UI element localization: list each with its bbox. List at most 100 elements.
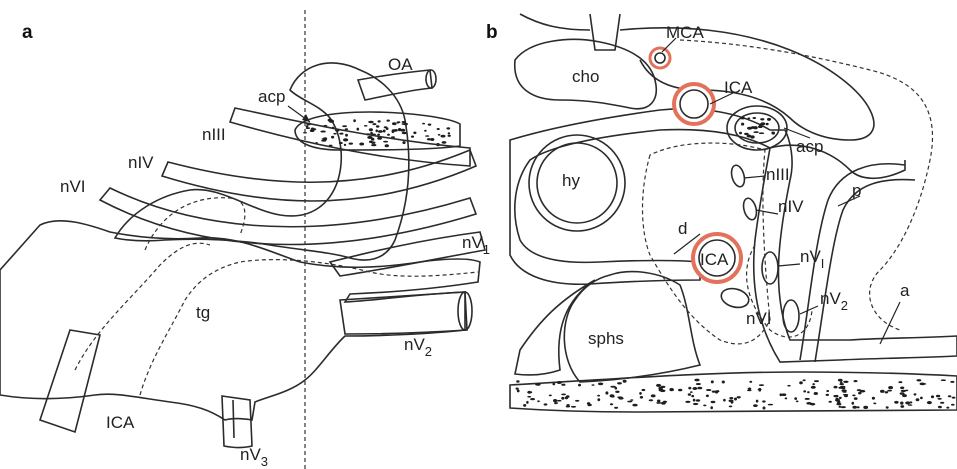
label-n6: nVI [60, 177, 86, 196]
bone-dot [553, 383, 556, 385]
bone-dot [649, 399, 653, 401]
nerve-v2 [340, 292, 467, 334]
bone-dot [528, 391, 531, 394]
bone-dot [852, 395, 855, 397]
bone-dot [748, 117, 751, 119]
bone-dot [561, 397, 564, 400]
bone-dot [553, 399, 557, 402]
bone-dot [753, 126, 757, 129]
bone-dot [566, 395, 570, 398]
bone-dot [834, 386, 838, 389]
label-sphs-b: sphs [588, 329, 624, 348]
bone-dot [750, 127, 752, 129]
bone-dot [852, 402, 855, 405]
bone-dot [368, 121, 374, 123]
bone-dot [780, 393, 783, 396]
bone-dot [339, 133, 343, 135]
bone-dot [446, 127, 450, 129]
bone-dot [756, 400, 759, 403]
bone-dot [383, 141, 388, 143]
bone-dot [759, 384, 764, 386]
bone-dot [378, 130, 383, 133]
bone-dot [402, 123, 407, 125]
bone-dot [642, 389, 646, 391]
bone-dot [785, 397, 788, 399]
bone-dot [838, 387, 842, 389]
label-n6-b: nVI [746, 309, 772, 328]
bone-dot [597, 398, 600, 401]
bone-dot [430, 138, 434, 141]
bone-dot [345, 134, 348, 137]
bone-dot [371, 144, 376, 146]
bone-dot [941, 379, 946, 381]
label-v1-b: nV [800, 247, 821, 266]
bone-dot [527, 396, 531, 398]
nerve-v3 [222, 396, 252, 448]
bone-dot [734, 398, 737, 401]
bone-dot [333, 133, 336, 135]
bone-dot [344, 144, 346, 146]
bone-dot [367, 136, 372, 139]
bone-dot [694, 379, 699, 382]
label-ica: ICA [106, 413, 135, 432]
bone-dot [685, 401, 690, 403]
bone-dot [632, 404, 637, 407]
bone-dot [693, 399, 696, 402]
bone-dot [711, 401, 716, 403]
bone-dot [729, 406, 733, 408]
bone-dot [557, 381, 562, 384]
bone-dot [438, 134, 441, 136]
bone-dot [578, 384, 581, 387]
bone-dot [402, 121, 406, 123]
bone-dot [886, 406, 889, 408]
bone-dot [841, 406, 846, 408]
bone-dot [758, 126, 763, 128]
bone-dot [748, 388, 752, 391]
bone-dot [807, 391, 810, 393]
label-tg: tg [196, 303, 210, 322]
bone-dot [661, 386, 666, 388]
bone-dot [950, 381, 954, 383]
bone-dot [696, 399, 700, 401]
bone-dot [615, 391, 619, 393]
bone-dot [387, 120, 390, 122]
bone-dot [383, 130, 386, 133]
bone-dot [669, 388, 673, 391]
bone-dot [537, 400, 540, 402]
bone-dot [651, 394, 656, 397]
bone-dot [369, 128, 373, 131]
bone-dot [737, 396, 741, 398]
bone-dot [908, 404, 913, 406]
bone-dot [706, 395, 709, 398]
label-v3: nV [240, 445, 261, 464]
bone-dot [753, 131, 758, 133]
bone-dot [937, 398, 941, 400]
ica-trunk [40, 330, 100, 432]
bone-dot [722, 381, 725, 384]
bone-dot [920, 383, 926, 386]
bone-dot [766, 123, 769, 126]
bone-dot [914, 393, 917, 395]
bone-dot [711, 380, 714, 383]
bone-dot [910, 401, 913, 403]
bone-dot [826, 390, 829, 392]
bone-dot [916, 398, 920, 401]
bone-dot [872, 397, 875, 400]
bone-dot [833, 395, 838, 397]
bone-dot [516, 388, 519, 390]
svg-text:nV3: nV3 [240, 445, 268, 469]
bone-dot [598, 383, 603, 386]
bone-dot [591, 384, 594, 386]
bone-dot [392, 122, 397, 125]
bone-dot [691, 395, 694, 397]
bone-dot [843, 381, 848, 383]
bone-dot [339, 142, 343, 144]
bone-dot [697, 387, 702, 390]
label-ica-top-b: ICA [724, 78, 753, 97]
panel-a: a OA acp nIII nIV nVI tg ICA nV1 nV2 nV3 [0, 10, 490, 469]
bone-dot [811, 386, 816, 389]
label-p-b: p [852, 181, 861, 200]
bone-dot [448, 135, 451, 137]
bone-dot [402, 141, 405, 144]
